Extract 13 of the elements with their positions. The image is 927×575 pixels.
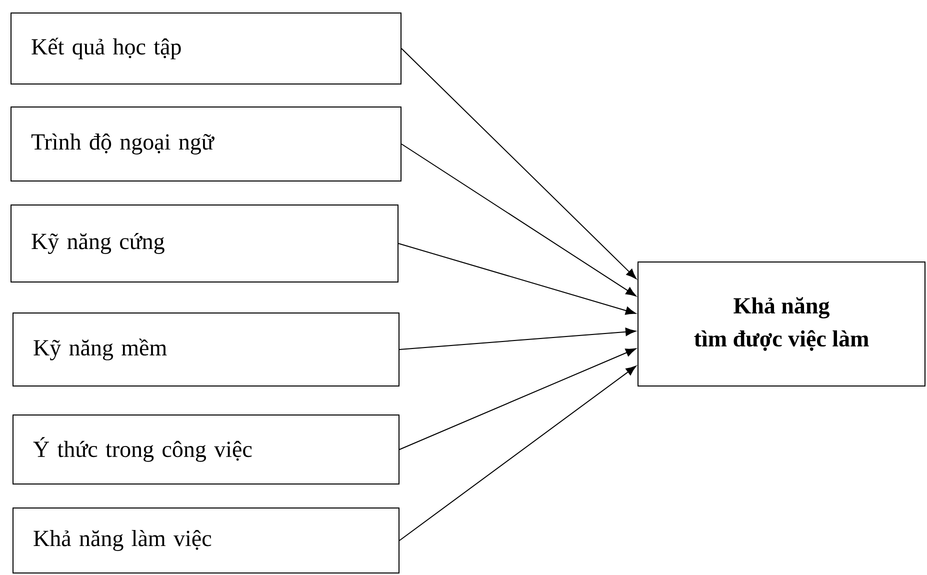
- factor-box: Khả năng làm việc: [12, 507, 400, 574]
- factor-box: Trình độ ngoại ngữ: [10, 106, 402, 182]
- arrow: [401, 48, 637, 280]
- arrow: [399, 348, 636, 450]
- arrow: [399, 366, 636, 541]
- factor-box: Kết quả học tập: [10, 12, 402, 84]
- factor-box: Kỹ năng mềm: [12, 312, 400, 386]
- outcome-box: Khả năng tìm được việc làm: [638, 262, 926, 386]
- arrow: [398, 243, 636, 315]
- factor-box: Ý thức trong công việc: [12, 414, 400, 484]
- arrow: [401, 144, 636, 296]
- arrow: [399, 328, 636, 350]
- factor-box: Kỹ năng cứng: [10, 204, 398, 282]
